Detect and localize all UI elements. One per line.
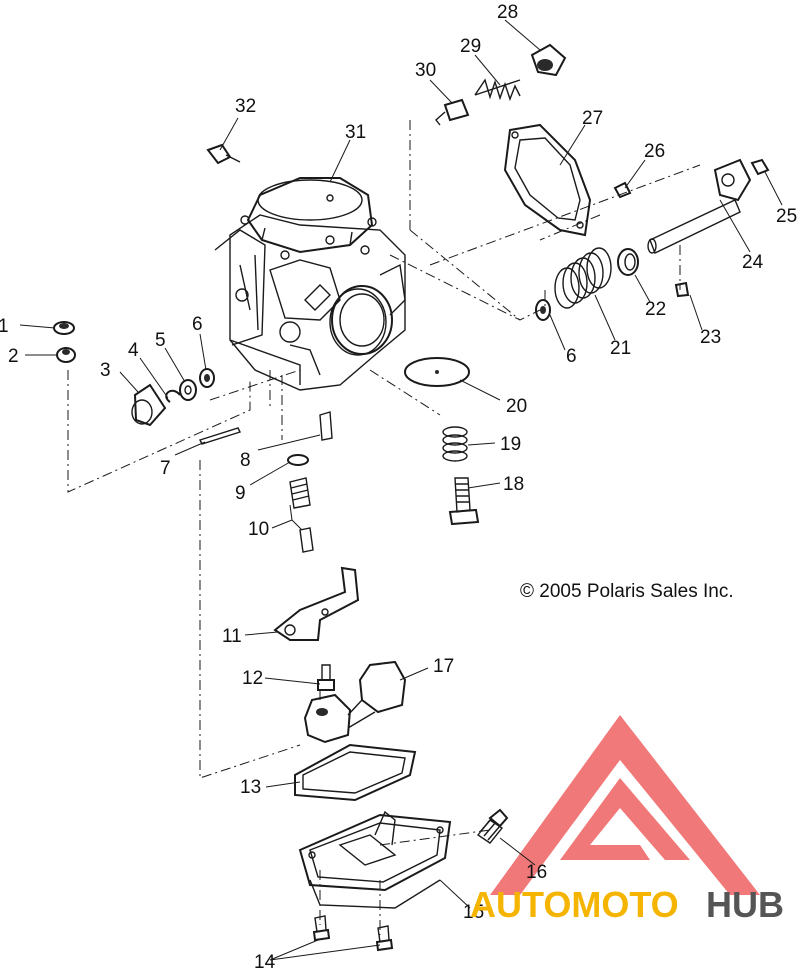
- part-14-screws: [312, 915, 394, 952]
- callout-4: 4: [128, 340, 139, 361]
- callout-10: 10: [248, 519, 269, 540]
- part-15-float-bowl: [298, 810, 452, 909]
- watermark-word-auto: AUTOMOTO: [470, 884, 679, 925]
- part-11-bracket: [273, 566, 360, 641]
- part-4-clip: [165, 389, 181, 403]
- part-23-screw: [674, 281, 690, 298]
- callout-27: 27: [582, 108, 603, 129]
- watermark-g-mark: [560, 778, 690, 860]
- part-21-coil-spring: [554, 247, 612, 309]
- part-7-rod: [199, 427, 241, 445]
- callout-2: 2: [8, 346, 19, 367]
- callout-7: 7: [160, 458, 171, 479]
- part-26-screw: [613, 181, 632, 199]
- part-22-bushing: [617, 248, 639, 276]
- callout-20: 20: [506, 396, 527, 417]
- callout-15: 15: [463, 902, 484, 923]
- leader-lines: [19, 19, 783, 961]
- callout-24: 24: [742, 252, 764, 273]
- callout-6-left: 6: [192, 314, 203, 335]
- callout-29: 29: [460, 36, 481, 57]
- callout-1: 1: [0, 316, 9, 337]
- part-1-cap: [53, 321, 75, 335]
- part-17-float: [303, 660, 407, 744]
- watermark-triangle-mark: [490, 715, 760, 895]
- callout-25: 25: [776, 206, 797, 227]
- watermark-logo: [490, 715, 760, 895]
- part-25-bushing: [750, 158, 770, 176]
- callout-18: 18: [503, 474, 524, 495]
- callout-32: 32: [235, 96, 256, 117]
- callout-12: 12: [242, 668, 263, 689]
- callout-30: 30: [415, 60, 436, 81]
- watermark-wordmark: AUTOMOTO HUB: [470, 884, 784, 925]
- callout-13: 13: [240, 777, 261, 798]
- part-30-needle: [435, 98, 470, 126]
- callout-23: 23: [700, 327, 721, 348]
- callout-11: 11: [222, 626, 242, 647]
- part-5-washer: [179, 379, 197, 401]
- part-28-cap: [530, 43, 567, 77]
- part-16-drain-screw: [476, 808, 509, 844]
- copyright-text: © 2005 Polaris Sales Inc.: [520, 581, 734, 602]
- part-32-screw: [206, 143, 241, 165]
- part-20-plate: [404, 357, 470, 387]
- part-8-jet: [319, 411, 333, 441]
- part-2-nut: [56, 347, 76, 363]
- part-19-spring: [442, 426, 468, 462]
- callout-8: 8: [240, 450, 251, 471]
- callout-17: 17: [433, 656, 454, 677]
- callout-31: 31: [345, 122, 366, 143]
- callout-21: 21: [610, 338, 631, 359]
- intake-bore: [329, 285, 393, 356]
- part-6-washer-left: [199, 368, 215, 388]
- callout-26: 26: [644, 141, 665, 162]
- part-27-gasket-cover: [503, 123, 592, 237]
- part-29-spring: [474, 78, 521, 102]
- part-13-gasket: [294, 743, 417, 802]
- part-31-top-cover: [240, 177, 377, 254]
- callout-19: 19: [500, 434, 521, 455]
- callout-3: 3: [100, 360, 111, 381]
- part-12-screw: [317, 664, 335, 691]
- part-18-screw: [448, 477, 480, 526]
- carburetor-body: [214, 214, 406, 391]
- part-24-throttle-shaft: [647, 158, 752, 254]
- callout-16: 16: [526, 862, 547, 883]
- part-10-pilot-jet: [289, 477, 314, 553]
- part-3-piston: [131, 383, 167, 427]
- callout-14: 14: [254, 952, 276, 970]
- part-9-o-ring: [287, 454, 309, 466]
- callout-28: 28: [497, 2, 518, 23]
- part-6-washer-right: [535, 299, 551, 321]
- callout-9: 9: [235, 483, 246, 504]
- callout-5: 5: [155, 330, 166, 351]
- callout-22: 22: [645, 299, 666, 320]
- watermark-word-hub: HUB: [706, 884, 784, 925]
- callout-6-right: 6: [566, 346, 577, 367]
